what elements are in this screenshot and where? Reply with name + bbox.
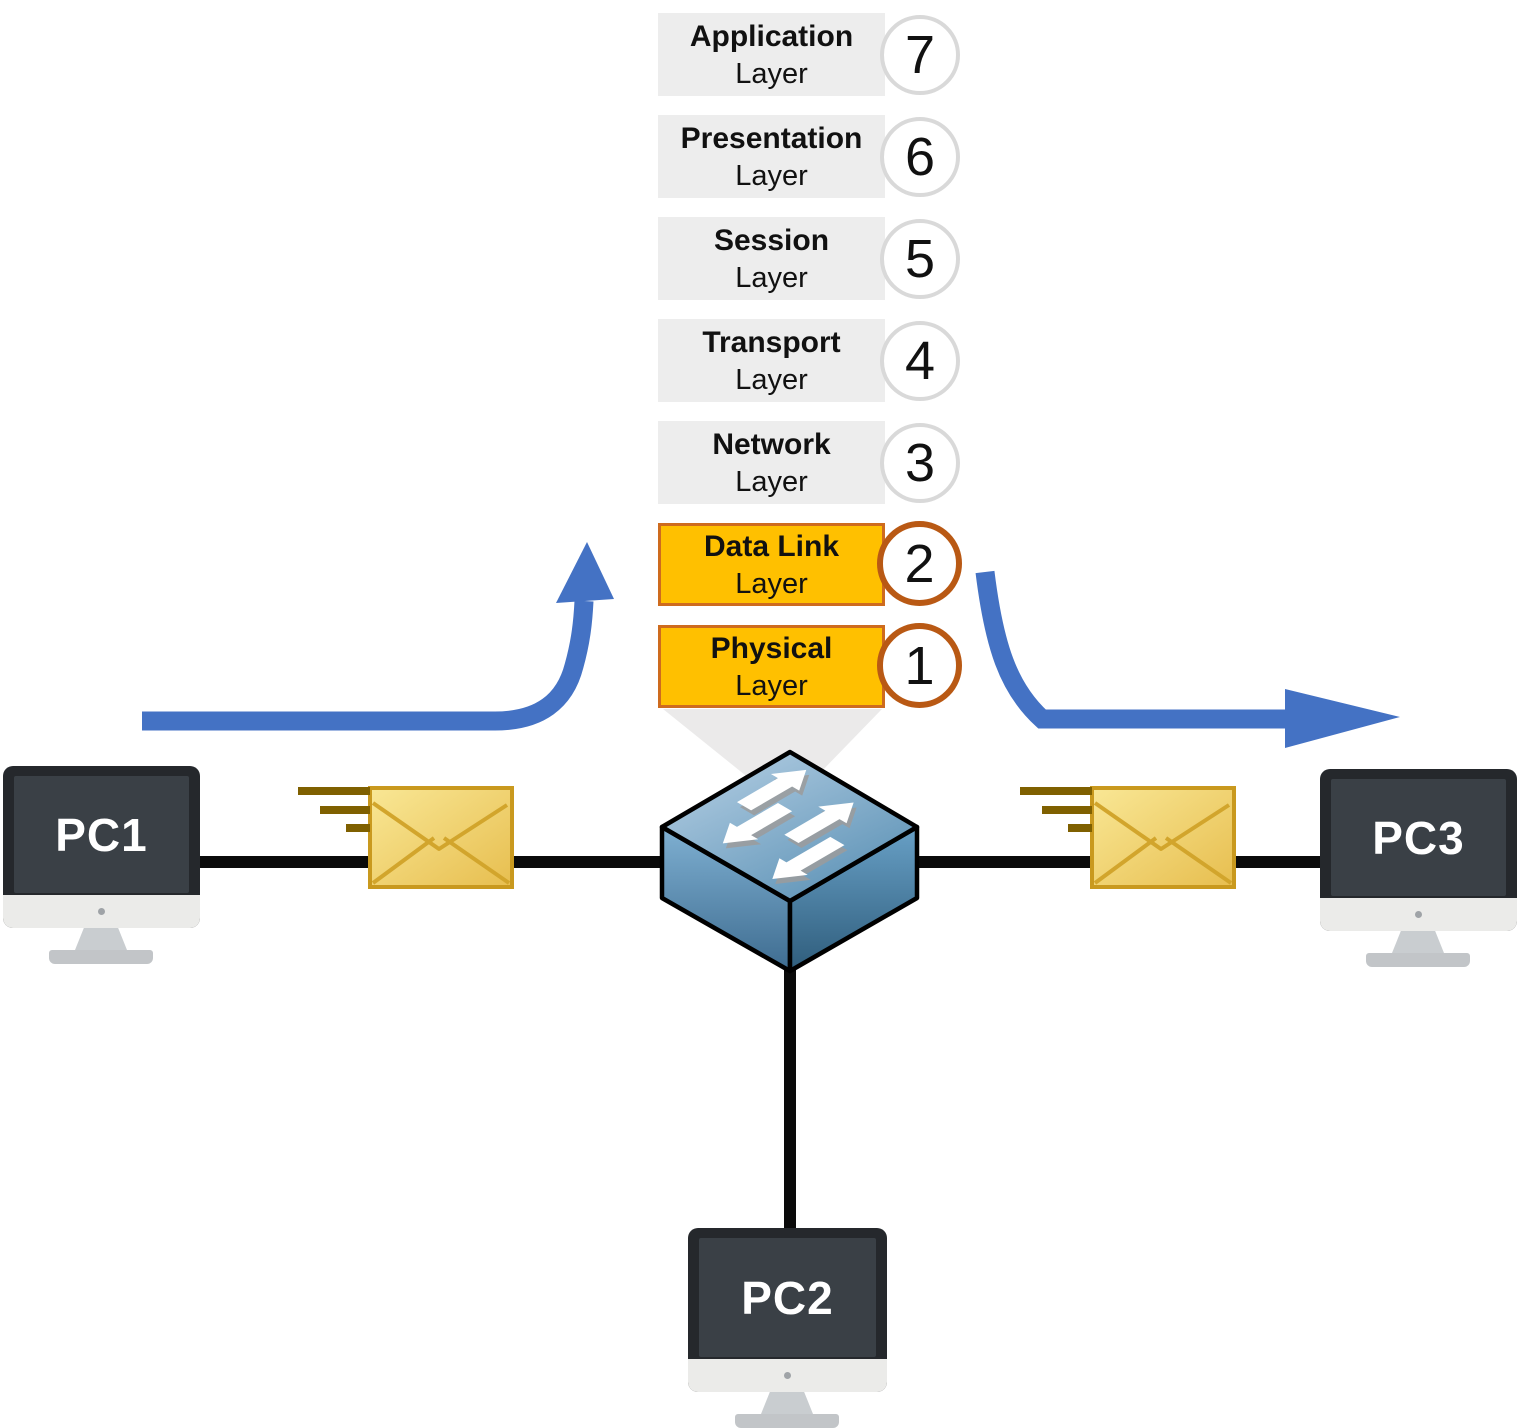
layer-number-badge: 1: [877, 623, 962, 708]
monitor-base: [1366, 953, 1470, 967]
mail-envelope-icon: [368, 786, 514, 889]
layer-sublabel: Layer: [735, 465, 808, 498]
pc-label: PC3: [1372, 811, 1465, 864]
curved-arrow-up-icon: [142, 542, 614, 731]
layer-sublabel: Layer: [735, 57, 808, 90]
camera-dot-icon: [1415, 911, 1422, 918]
monitor-screen: PC3: [1331, 779, 1506, 896]
layer-name: Data Link: [703, 529, 840, 563]
pc-label: PC2: [741, 1271, 834, 1324]
pc3-computer: PC3: [1320, 769, 1517, 967]
speed-lines: [298, 787, 370, 832]
monitor-icon: PC2: [688, 1228, 887, 1392]
layer-name: Transport: [702, 325, 841, 359]
monitor-base: [49, 950, 153, 964]
layer-name: Physical: [710, 631, 833, 665]
layer-number-badge: 4: [880, 321, 960, 401]
layer-sublabel: Layer: [735, 567, 808, 600]
osi-layer-transport: Transport Layer: [658, 319, 885, 402]
pc1-computer: PC1: [3, 766, 200, 964]
camera-dot-icon: [784, 1372, 791, 1379]
monitor-stand: [761, 1392, 813, 1414]
monitor-chin: [1320, 898, 1517, 931]
layer-callout-funnel: [663, 709, 882, 808]
osi-layer-physical: Physical Layer: [658, 625, 885, 708]
camera-dot-icon: [98, 908, 105, 915]
layer-name: Application: [689, 19, 854, 53]
layer-number-badge: 5: [880, 219, 960, 299]
monitor-chin: [3, 895, 200, 928]
pc-label: PC1: [55, 808, 148, 861]
layer-name: Presentation: [680, 121, 863, 155]
switch-arrows: [722, 769, 854, 879]
monitor-stand: [75, 928, 127, 950]
layer-sublabel: Layer: [735, 261, 808, 294]
monitor-base: [735, 1414, 839, 1428]
layer-sublabel: Layer: [735, 669, 808, 702]
osi-layer-application: Application Layer: [658, 13, 885, 96]
speed-lines: [1020, 787, 1092, 832]
monitor-icon: PC3: [1320, 769, 1517, 931]
monitor-stand: [1392, 931, 1444, 953]
pc2-computer: PC2: [688, 1228, 887, 1428]
monitor-chin: [688, 1359, 887, 1392]
curved-arrow-right-icon: [975, 570, 1400, 748]
mail-envelope-icon: [1090, 786, 1236, 889]
layer-name: Session: [713, 223, 830, 257]
network-switch-icon: [659, 749, 920, 974]
osi-layer-network: Network Layer: [658, 421, 885, 504]
osi-layer-session: Session Layer: [658, 217, 885, 300]
layer-name: Network: [712, 427, 831, 461]
monitor-icon: PC1: [3, 766, 200, 928]
monitor-screen: PC1: [14, 776, 189, 893]
osi-layer-data-link: Data Link Layer: [658, 523, 885, 606]
layer-number-badge: 3: [880, 423, 960, 503]
layer-number-badge: 6: [880, 117, 960, 197]
monitor-screen: PC2: [699, 1238, 876, 1357]
layer-number-badge: 2: [877, 521, 962, 606]
layer-sublabel: Layer: [735, 363, 808, 396]
layer-sublabel: Layer: [735, 159, 808, 192]
osi-layer-presentation: Presentation Layer: [658, 115, 885, 198]
layer-number-badge: 7: [880, 15, 960, 95]
